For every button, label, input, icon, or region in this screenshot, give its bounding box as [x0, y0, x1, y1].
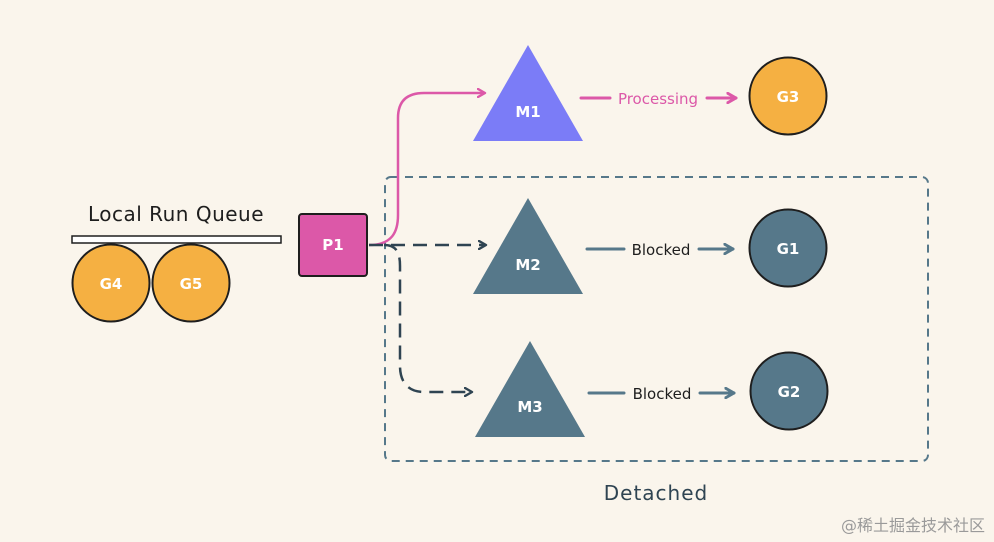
m3-node [475, 341, 585, 437]
g1-label: G1 [777, 240, 800, 258]
edge-p1-m1 [368, 93, 485, 247]
g5-label: G5 [180, 275, 203, 293]
g4-node [71, 243, 151, 323]
g4-label: G4 [100, 275, 123, 293]
g2-label: G2 [778, 383, 801, 401]
detached-group-label: Detached [604, 481, 708, 505]
edge-m1-g3-label: Processing [618, 90, 698, 108]
detached-group-box [384, 176, 929, 462]
m2-node [473, 198, 583, 294]
g2-node [749, 351, 829, 431]
queue-bar [71, 235, 282, 244]
g5-node [151, 243, 231, 323]
g1-node [748, 208, 828, 288]
edge-m3-g2-label: Blocked [633, 385, 692, 403]
edge-p1-m3 [383, 243, 472, 392]
m3-label: M3 [517, 398, 542, 416]
g3-label: G3 [777, 88, 800, 106]
p1-label: P1 [322, 236, 343, 254]
m1-node [473, 45, 583, 141]
m1-label: M1 [515, 103, 540, 121]
edge-m2-g1-label: Blocked [632, 241, 691, 259]
m2-label: M2 [515, 256, 540, 274]
p1-node [298, 213, 368, 277]
queue-title: Local Run Queue [88, 202, 264, 226]
g3-node [748, 56, 828, 136]
watermark: @稀土掘金技术社区 [841, 516, 985, 535]
